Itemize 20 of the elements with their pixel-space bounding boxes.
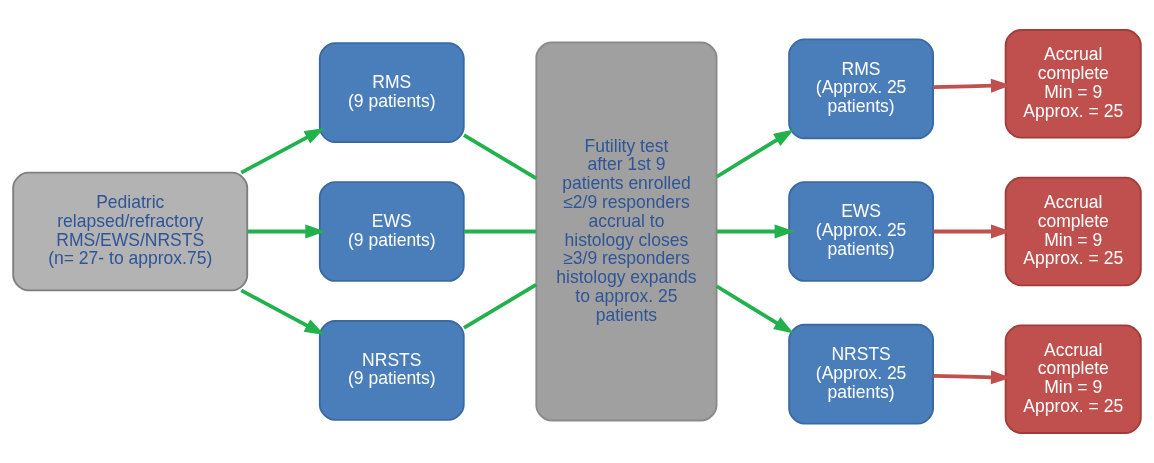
arrow (240, 288, 325, 336)
node-box: Futility test after 1st 9 patients enrolled ≤2/9 responders accrual to histology closes ≥3/9 responders histology expands to approx. 25 patients (535, 41, 718, 422)
arrow (240, 127, 325, 175)
arrow (247, 224, 326, 239)
arrow (715, 284, 794, 334)
arrow (715, 129, 794, 179)
node-box: EWS (Approx. 25 patients) (788, 181, 934, 282)
connector (462, 133, 538, 180)
node-box: Pediatric relapsed/refractory RMS/EWS/NRSTS (n= 27- to approx.75) (12, 171, 249, 292)
arrow (716, 224, 795, 239)
connector (462, 283, 538, 330)
node-box: RMS (9 patients) (318, 42, 465, 143)
node-box: NRSTS (Approx. 25 patients) (788, 323, 934, 425)
node-box: RMS (Approx. 25 patients) (788, 38, 934, 140)
node-box: Accrual complete Min = 9 Approx. = 25 (1004, 29, 1142, 139)
node-box: NRSTS (9 patients) (318, 320, 465, 421)
node-box: Accrual complete Min = 9 Approx. = 25 (1004, 176, 1142, 287)
connector (463, 229, 537, 234)
node-box: Accrual complete Min = 9 Approx. = 25 (1004, 324, 1142, 434)
node-box: EWS (9 patients) (318, 181, 465, 282)
